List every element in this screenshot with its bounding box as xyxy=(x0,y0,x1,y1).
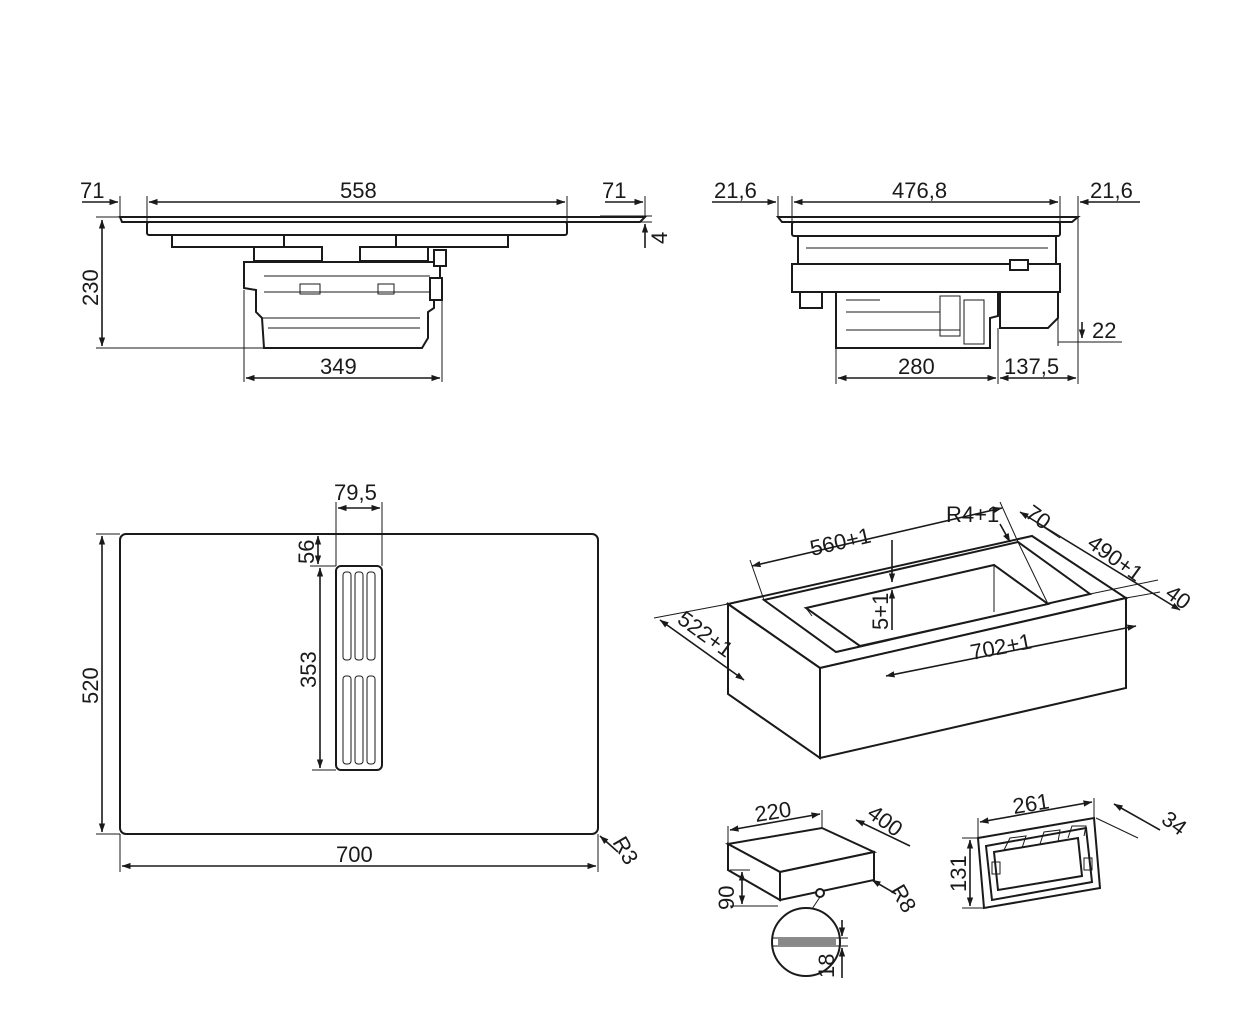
front-width-label: 476,8 xyxy=(892,178,947,203)
cutout-rear-margin-label: 70 xyxy=(1021,500,1056,535)
cutout-recess-label: 5+1 xyxy=(868,593,893,630)
duct-detail-label: 18 xyxy=(814,954,839,978)
cutout-width-label: 560+1 xyxy=(808,523,874,561)
duct-view: 220 400 90 R8 18 xyxy=(714,797,921,978)
side-right-overhang-label: 71 xyxy=(602,178,626,203)
top-width-label: 700 xyxy=(336,842,373,867)
duct-length-label: 400 xyxy=(863,800,907,842)
front-left-offset-label: 21,6 xyxy=(714,178,757,203)
flange-depth-label: 34 xyxy=(1157,806,1192,841)
cutout-radius-label: R4+1 xyxy=(946,502,999,527)
side-unit-width-label: 349 xyxy=(320,354,357,379)
side-height-label: 230 xyxy=(78,269,103,306)
front-bottom-gap-label: 22 xyxy=(1092,318,1116,343)
top-vent-width-label: 79,5 xyxy=(334,480,377,505)
front-side-offset-label: 137,5 xyxy=(1004,354,1059,379)
side-left-overhang-label: 71 xyxy=(80,178,104,203)
flange-width-label: 261 xyxy=(1011,789,1051,819)
top-view: 79,5 56 353 520 700 R3 xyxy=(78,480,643,872)
flange-height-label: 131 xyxy=(946,855,971,892)
duct-width-label: 220 xyxy=(753,797,793,827)
flange-view: 261 34 131 xyxy=(946,789,1192,910)
top-vent-offset-label: 56 xyxy=(294,540,319,564)
front-unit-width-label: 280 xyxy=(898,354,935,379)
cutout-view: 560+1 R4+1 70 490+1 40 5+1 522+1 702+1 xyxy=(653,500,1196,760)
front-right-offset-label: 21,6 xyxy=(1090,178,1133,203)
side-view: 71 558 71 4 230 349 xyxy=(78,178,672,382)
duct-height-label: 90 xyxy=(714,886,739,910)
duct-radius-label: R8 xyxy=(886,880,922,917)
side-glass-thickness-label: 4 xyxy=(647,232,672,244)
top-corner-radius-label: R3 xyxy=(608,832,644,869)
top-depth-label: 520 xyxy=(78,667,103,704)
side-width-label: 558 xyxy=(340,178,377,203)
front-view: 21,6 476,8 21,6 22 280 137,5 xyxy=(712,178,1140,384)
cutout-side-margin-label: 40 xyxy=(1161,580,1196,615)
top-vent-length-label: 353 xyxy=(296,651,321,688)
